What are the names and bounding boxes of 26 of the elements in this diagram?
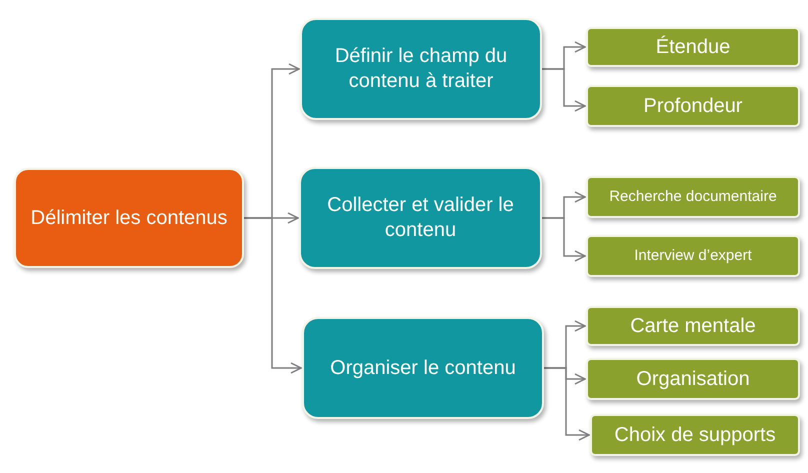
topic-label: Organisation [636,366,750,392]
topic-label: Étendue [656,34,730,60]
topic-box [590,414,800,456]
connector-arrow [244,217,302,374]
topic-box [586,358,800,400]
topic-box [586,235,800,277]
topic-label: Définir le champ du contenu à traiter [334,44,508,94]
topic-label: Organiser le contenu [330,356,516,380]
connector-arrow [542,217,586,262]
topic-box [586,306,800,346]
topic-label: Carte mentale [630,314,756,338]
topic-box [14,168,244,268]
topic-label: Profondeur [644,94,742,118]
topic-label: Collecter et valider le contenu [326,193,515,243]
connector-arrow [542,68,586,112]
topic-box [299,167,542,269]
topic-box [586,27,800,67]
topic-label: Recherche documentaire [609,188,777,206]
topic-box [300,18,542,120]
topic-label: Choix de supports [614,422,776,448]
topic-label: Interview d’expert [634,246,752,266]
topic-box [302,317,544,419]
topic-label: Délimiter les contenus [30,206,228,230]
topic-box [586,176,800,218]
connector-arrow [544,367,590,441]
topic-box [586,85,800,127]
